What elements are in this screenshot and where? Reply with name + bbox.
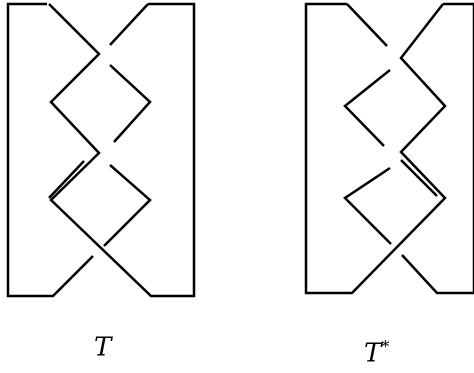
tangle-T	[6, 2, 196, 298]
tangle-T-star-arc-4	[343, 166, 392, 245]
tangle-T-star-right-strand	[401, 2, 474, 295]
tangle-T-star-arc-2	[343, 69, 391, 147]
tangle-T-arc-2	[109, 64, 152, 143]
tangle-T-arc-3	[48, 160, 85, 199]
tangle-T-star	[304, 2, 474, 295]
caption-T-star: T*	[364, 339, 389, 367]
caption-T-star-label: T	[364, 338, 382, 369]
tangle-T-arc-4	[103, 164, 152, 247]
tangle-T-right-strand	[48, 2, 196, 298]
tangle-T-arc-1	[109, 3, 149, 46]
tangle-T-star-arc-1	[346, 3, 388, 47]
tangle-T-star-arc-3	[400, 159, 438, 197]
caption-T-label: T	[94, 332, 112, 363]
caption-T-star-superscript: *	[381, 337, 390, 356]
tangle-T-left-strand	[6, 2, 94, 298]
tangle-T-star-left-strand	[304, 2, 447, 295]
caption-T: T	[94, 333, 111, 361]
